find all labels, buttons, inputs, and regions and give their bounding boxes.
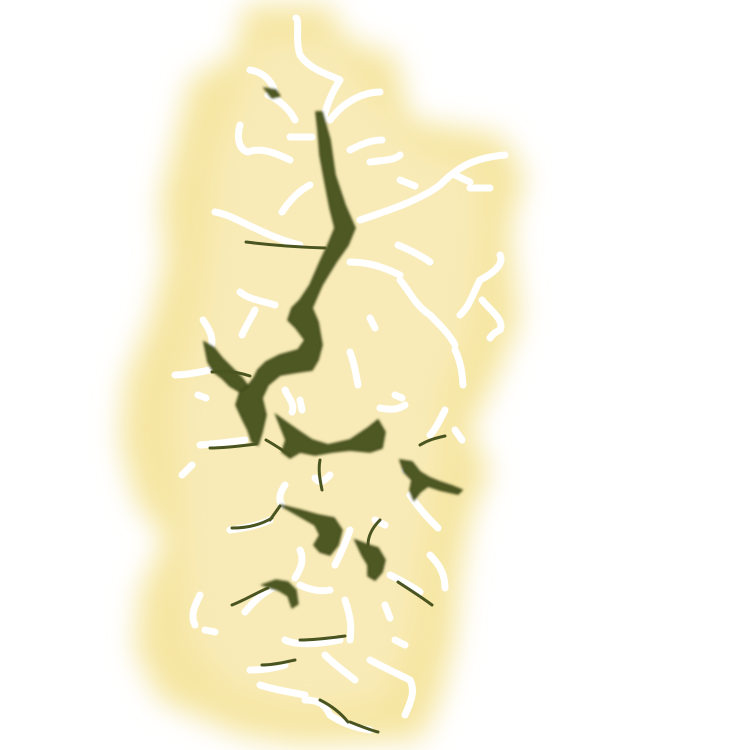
cave-branch-left [202,340,250,393]
cave-branch-center [279,504,343,556]
cave-branch-upper-left [262,87,281,99]
cave-branch-right [398,459,464,502]
cave-branch-lower-right [353,538,386,581]
cave-branch-lower-left [260,579,299,609]
cave-branch-mid [274,412,386,459]
main-trunk [235,111,356,447]
cave-connectors [208,240,447,734]
cave-floor [202,87,464,609]
